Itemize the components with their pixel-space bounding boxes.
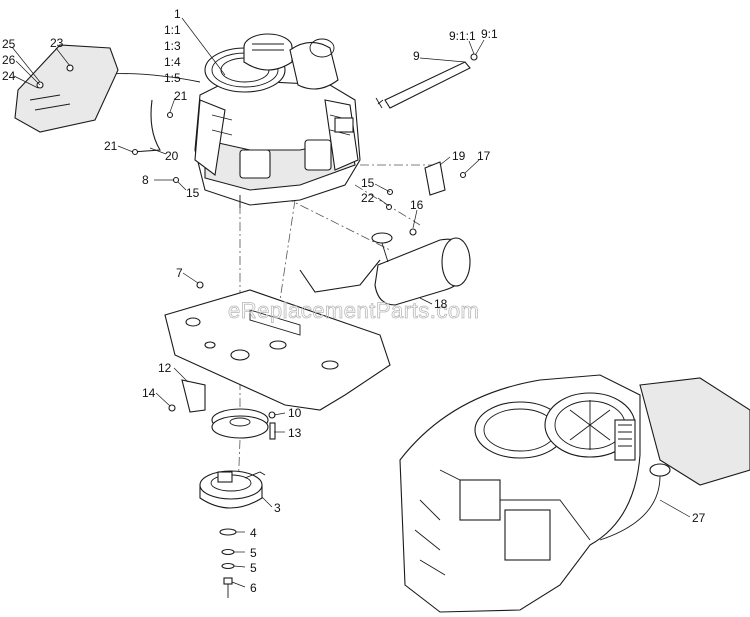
callout-labels: 1 1:1 1:3 1:4 1:5 3 4 5 5 6 7 8 9 9:1:1 … xyxy=(2,7,706,595)
callout-3[interactable]: 3 xyxy=(274,501,281,515)
fuel-bracket[interactable] xyxy=(14,44,119,133)
leader-lines xyxy=(11,17,691,588)
watermark-text: eReplacementParts.com xyxy=(228,298,479,323)
callout-21b[interactable]: 21 xyxy=(104,139,118,153)
callout-1-5[interactable]: 1:5 xyxy=(164,71,181,85)
muffler[interactable] xyxy=(299,232,471,306)
callout-24[interactable]: 24 xyxy=(2,69,16,83)
callout-15a[interactable]: 15 xyxy=(186,186,200,200)
callout-17[interactable]: 17 xyxy=(477,149,491,163)
exhaust-bracket[interactable] xyxy=(424,161,467,196)
callout-13[interactable]: 13 xyxy=(288,426,302,440)
callout-1-4[interactable]: 1:4 xyxy=(164,55,181,69)
callout-1[interactable]: 1 xyxy=(174,7,181,21)
clutch-bracket[interactable] xyxy=(168,379,206,413)
callout-23[interactable]: 23 xyxy=(50,36,64,50)
callout-9-1-1[interactable]: 9:1:1 xyxy=(449,29,476,43)
callout-9[interactable]: 9 xyxy=(413,49,420,63)
callout-26[interactable]: 26 xyxy=(2,53,16,67)
callout-25[interactable]: 25 xyxy=(2,37,16,51)
callout-5b[interactable]: 5 xyxy=(250,561,257,575)
inset-engine-view[interactable] xyxy=(399,374,750,613)
callout-8[interactable]: 8 xyxy=(142,173,149,187)
callout-1-3[interactable]: 1:3 xyxy=(164,39,181,53)
engine-deck-plate[interactable] xyxy=(164,289,391,411)
callout-4[interactable]: 4 xyxy=(250,526,257,540)
callout-18[interactable]: 18 xyxy=(434,297,448,311)
callout-21a[interactable]: 21 xyxy=(174,89,188,103)
callout-9-1[interactable]: 9:1 xyxy=(481,27,498,41)
callout-14[interactable]: 14 xyxy=(142,386,156,400)
electric-clutch[interactable] xyxy=(199,470,266,509)
callout-20[interactable]: 20 xyxy=(165,149,179,163)
callout-1-1[interactable]: 1:1 xyxy=(164,23,181,37)
callout-6[interactable]: 6 xyxy=(250,581,257,595)
callout-10[interactable]: 10 xyxy=(288,406,302,420)
engine-assembly[interactable] xyxy=(194,33,361,208)
callout-12[interactable]: 12 xyxy=(158,361,172,375)
callout-27[interactable]: 27 xyxy=(692,511,706,525)
callout-19[interactable]: 19 xyxy=(452,149,466,163)
callout-5a[interactable]: 5 xyxy=(250,546,257,560)
engine-pulley[interactable] xyxy=(211,408,269,439)
callout-15b[interactable]: 15 xyxy=(361,176,375,190)
clutch-hardware[interactable] xyxy=(219,528,237,598)
callout-22[interactable]: 22 xyxy=(361,191,375,205)
drive-shaft[interactable] xyxy=(375,53,478,109)
callout-7[interactable]: 7 xyxy=(176,266,183,280)
callout-16[interactable]: 16 xyxy=(410,198,424,212)
